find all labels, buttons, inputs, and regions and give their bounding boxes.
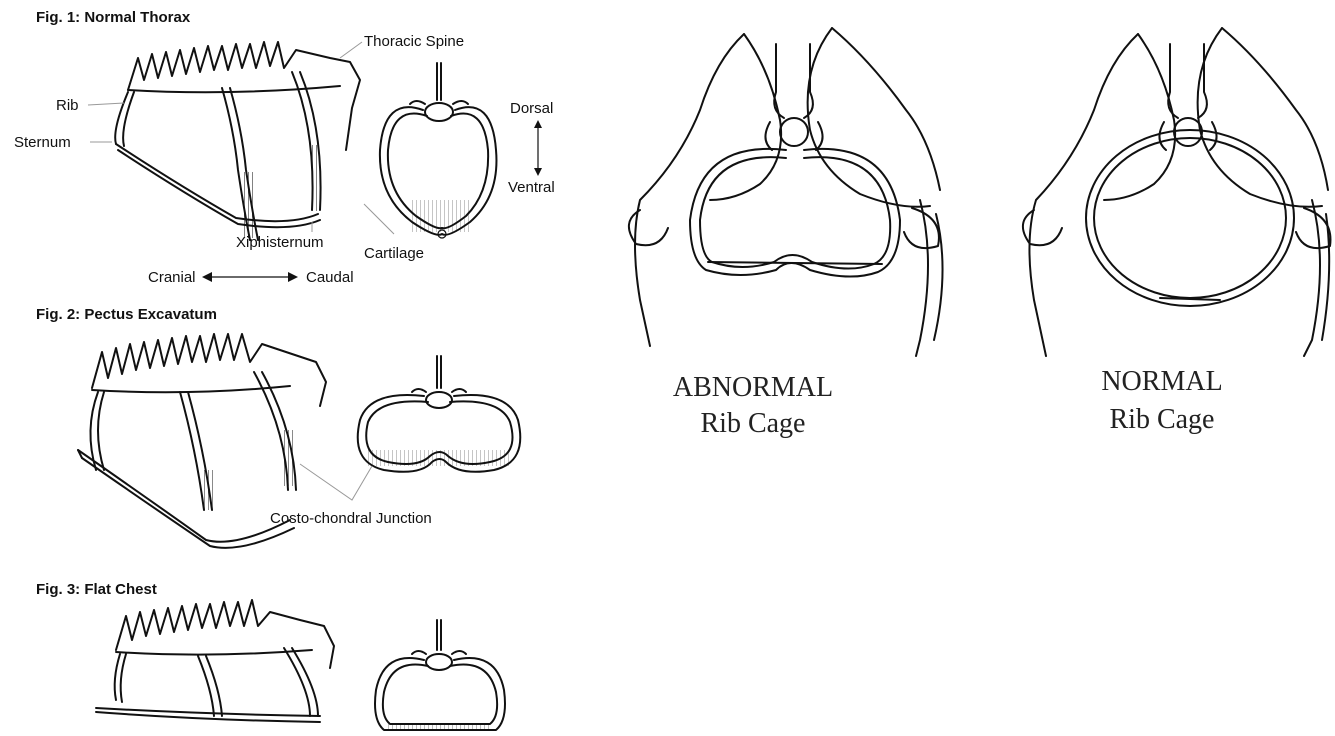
abnormal-rib-cage: ABNORMAL Rib Cage <box>629 28 943 439</box>
fig2-title: Fig. 2: Pectus Excavatum <box>36 306 217 323</box>
normal-title-line1: NORMAL <box>1101 366 1222 397</box>
fig3-cross-section <box>375 620 505 730</box>
fig1-normal-thorax: Fig. 1: Normal Thorax <box>14 9 555 286</box>
fig1-side-view <box>115 42 360 240</box>
fig3-side-view <box>96 600 334 722</box>
normal-rib-cage: NORMAL Rib Cage <box>1023 28 1331 435</box>
normal-rib-cage-drawing <box>1023 28 1331 356</box>
label-dorsal: Dorsal <box>510 100 553 117</box>
fig3-flat-chest: Fig. 3: Flat Chest <box>36 581 505 730</box>
dorsal-ventral-arrow <box>534 120 542 176</box>
fig2-cross-section <box>358 356 521 472</box>
label-thoracic-spine: Thoracic Spine <box>364 33 464 50</box>
sternum <box>116 144 318 221</box>
label-cranial: Cranial <box>148 269 196 286</box>
label-costo-chondral-junction: Costo-chondral Junction <box>270 510 432 527</box>
rib-3 <box>292 72 313 210</box>
fig1-cross-section <box>380 63 497 238</box>
spinous-processes <box>128 42 360 150</box>
fig3-title: Fig. 3: Flat Chest <box>36 581 157 598</box>
abnormal-title-line2: Rib Cage <box>701 408 806 439</box>
abnormal-rib-cage-drawing <box>629 28 943 356</box>
label-xiphisternum: Xiphisternum <box>236 234 324 251</box>
label-caudal: Caudal <box>306 269 354 286</box>
cranial-caudal-arrow <box>202 272 298 282</box>
label-rib: Rib <box>56 97 79 114</box>
label-ventral: Ventral <box>508 179 555 196</box>
fig2-pectus-excavatum: Fig. 2: Pectus Excavatum Cos <box>36 306 520 548</box>
label-sternum: Sternum <box>14 134 71 151</box>
normal-title-line2: Rib Cage <box>1110 404 1215 435</box>
label-cartilage: Cartilage <box>364 245 424 262</box>
fig1-title: Fig. 1: Normal Thorax <box>36 9 191 26</box>
abnormal-title-line1: ABNORMAL <box>673 372 833 403</box>
